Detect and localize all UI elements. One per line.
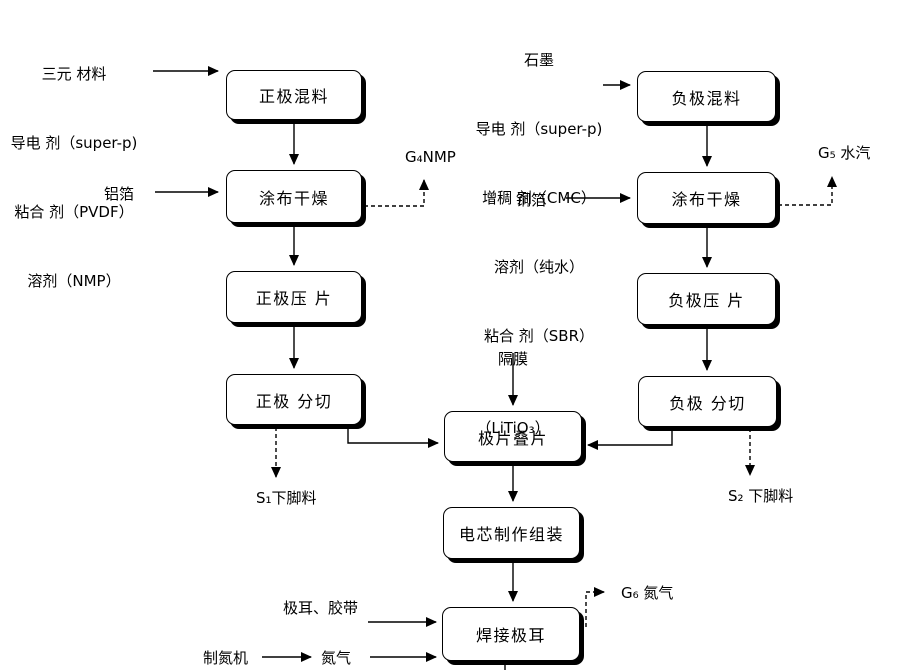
material-graphite: 石墨 bbox=[523, 51, 554, 69]
material-ternary: 三元 材料 bbox=[41, 65, 107, 83]
node-cell-assembly: 电芯制作组装 bbox=[443, 507, 580, 559]
arrow-g4-nmp bbox=[364, 179, 429, 207]
node-positive-coating-drying: 涂布干燥 bbox=[226, 170, 362, 223]
material-binder-pvdf: 粘合 剂（PVDF） bbox=[14, 203, 134, 221]
label-g5-vapor: G₅ 水汽 bbox=[818, 144, 871, 162]
material-solvent-nmp: 溶剂（NMP） bbox=[27, 272, 121, 290]
material-conductive-agent: 导电 剂（super-p) bbox=[475, 120, 603, 138]
label-nitrogen: 氮气 bbox=[321, 649, 352, 667]
separator-name: 隔膜 bbox=[497, 350, 528, 368]
label-copper-foil: 铜箔 bbox=[516, 191, 547, 209]
material-thickener-cmc: 增稠 剂（CMC） bbox=[482, 189, 596, 207]
label-s2-scrap: S₂ 下脚料 bbox=[728, 487, 794, 505]
node-electrode-stacking: 极片叠片 bbox=[444, 411, 582, 462]
separator-material: （LiTiO₃） bbox=[476, 419, 550, 437]
label-separator: 隔膜 （LiTiO₃） bbox=[453, 302, 573, 486]
node-negative-pressing: 负极压 片 bbox=[637, 273, 776, 325]
material-solvent-water: 溶剂（纯水） bbox=[493, 258, 584, 276]
connector-negslit-stack bbox=[587, 426, 673, 450]
node-positive-mixing: 正极混料 bbox=[226, 70, 362, 120]
material-binder-sbr: 粘合 剂（SBR） bbox=[483, 327, 594, 345]
node-positive-slitting: 正极 分切 bbox=[226, 374, 362, 425]
label-s1-scrap: S₁下脚料 bbox=[256, 489, 317, 507]
node-negative-coating-drying: 涂布干燥 bbox=[637, 172, 776, 224]
node-positive-pressing: 正极压 片 bbox=[226, 271, 362, 323]
arrow-g6-nitrogen bbox=[585, 587, 605, 627]
node-negative-slitting: 负极 分切 bbox=[638, 376, 777, 427]
node-tab-welding: 焊接极耳 bbox=[442, 607, 580, 661]
negative-materials-list: 石墨 导电 剂（super-p) 增稠 剂（CMC） 溶剂（纯水） 粘合 剂（S… bbox=[458, 3, 620, 394]
arrow-g5-vapor bbox=[778, 176, 837, 206]
label-g4-nmp: G₄NMP bbox=[405, 148, 456, 166]
material-conductive-agent: 导电 剂（super-p) bbox=[10, 134, 138, 152]
label-nitrogen-generator: 制氮机 bbox=[203, 649, 249, 667]
label-aluminum-foil: 铝箔 bbox=[104, 185, 135, 203]
positive-materials-list: 三元 材料 导电 剂（super-p) 粘合 剂（PVDF） 溶剂（NMP） bbox=[0, 17, 148, 339]
label-tab-tape: 极耳、胶带 bbox=[283, 599, 359, 617]
node-negative-mixing: 负极混料 bbox=[637, 71, 776, 122]
connector-posslit-stack bbox=[347, 425, 439, 448]
label-g6-nitrogen: G₆ 氮气 bbox=[621, 584, 674, 602]
